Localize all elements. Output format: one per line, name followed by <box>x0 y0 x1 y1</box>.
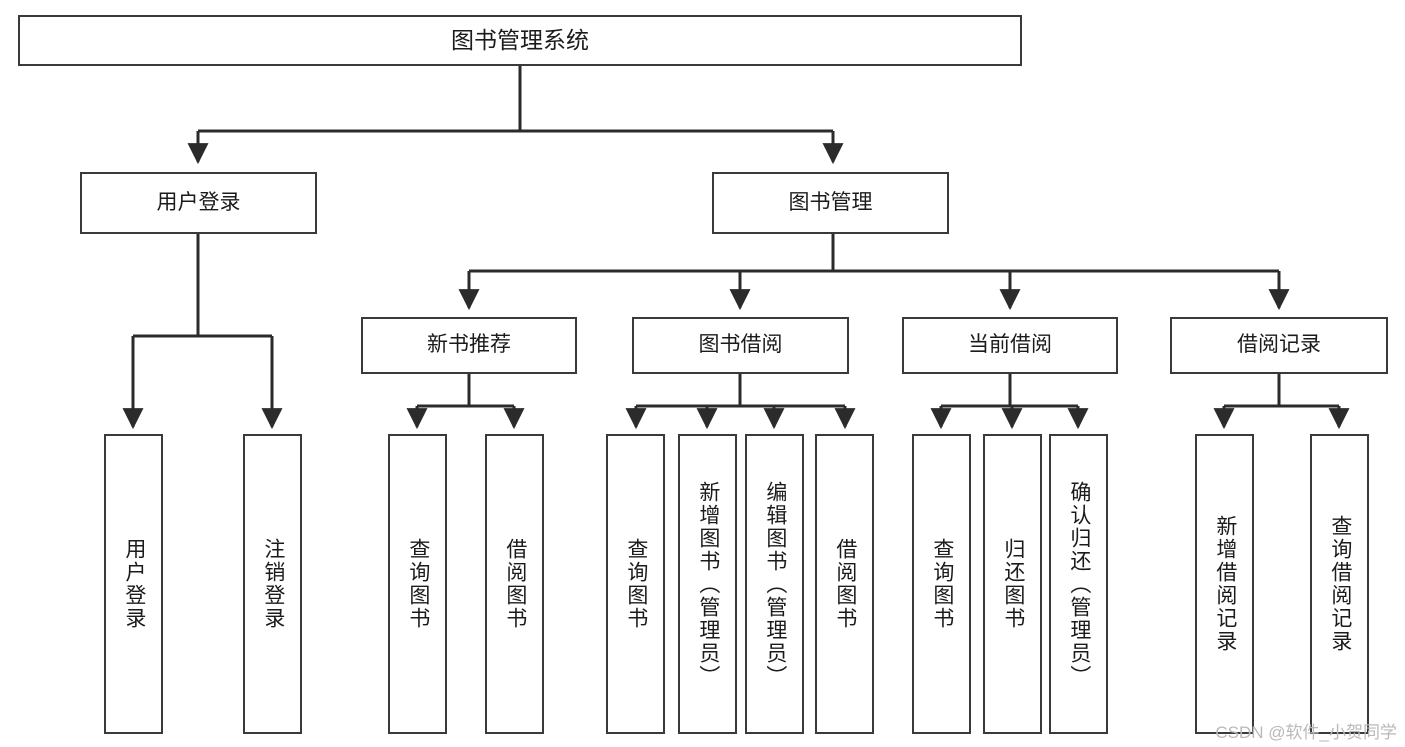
node-label: 图书管理系统 <box>451 26 589 53</box>
node-label: 新增借阅记录 <box>1213 515 1237 653</box>
node-label: 注销登录 <box>261 538 285 630</box>
node-book-management[interactable]: 图书管理 <box>712 172 949 234</box>
node-borrow-record[interactable]: 借阅记录 <box>1170 317 1388 374</box>
node-label: 新书推荐 <box>427 333 511 357</box>
node-new-book-recommend[interactable]: 新书推荐 <box>361 317 577 374</box>
node-label: 查询图书 <box>930 538 954 630</box>
leaf-confirm-return-admin[interactable]: 确认归还（管理员） <box>1049 434 1108 734</box>
node-label: 归还图书 <box>1001 538 1025 630</box>
node-label: 图书借阅 <box>698 333 783 357</box>
csdn-watermark: CSDN @软件_小贺同学 <box>1215 723 1397 742</box>
node-label: 借阅图书 <box>503 538 527 630</box>
node-label: 编辑图书（管理员） <box>763 480 787 688</box>
node-label: 新增图书（管理员） <box>696 480 720 688</box>
node-label: 图书管理 <box>788 190 873 214</box>
node-label: 用户登录 <box>156 190 241 214</box>
leaf-borrow-book-recommend[interactable]: 借阅图书 <box>485 434 544 734</box>
leaf-query-book-recommend[interactable]: 查询图书 <box>388 434 447 734</box>
node-label: 用户登录 <box>122 538 146 630</box>
node-label: 确认归还（管理员） <box>1067 480 1091 688</box>
leaf-query-book-current[interactable]: 查询图书 <box>912 434 971 734</box>
leaf-add-book-admin[interactable]: 新增图书（管理员） <box>678 434 737 734</box>
leaf-query-borrow-record[interactable]: 查询借阅记录 <box>1310 434 1369 734</box>
node-user-login[interactable]: 用户登录 <box>80 172 317 234</box>
node-label: 当前借阅 <box>968 333 1052 357</box>
node-label: 查询借阅记录 <box>1328 515 1352 653</box>
node-current-borrow[interactable]: 当前借阅 <box>902 317 1118 374</box>
node-label: 借阅图书 <box>833 538 857 630</box>
node-label: 查询图书 <box>406 538 430 630</box>
leaf-query-book-borrow[interactable]: 查询图书 <box>606 434 665 734</box>
node-root-book-management-system[interactable]: 图书管理系统 <box>18 15 1022 66</box>
leaf-add-borrow-record[interactable]: 新增借阅记录 <box>1195 434 1254 734</box>
node-book-borrow[interactable]: 图书借阅 <box>632 317 849 374</box>
leaf-user-login[interactable]: 用户登录 <box>104 434 163 734</box>
leaf-edit-book-admin[interactable]: 编辑图书（管理员） <box>745 434 804 734</box>
leaf-borrow-book[interactable]: 借阅图书 <box>815 434 874 734</box>
leaf-logout-login[interactable]: 注销登录 <box>243 434 302 734</box>
node-label: 查询图书 <box>624 538 648 630</box>
leaf-return-book[interactable]: 归还图书 <box>983 434 1042 734</box>
node-label: 借阅记录 <box>1237 333 1321 357</box>
